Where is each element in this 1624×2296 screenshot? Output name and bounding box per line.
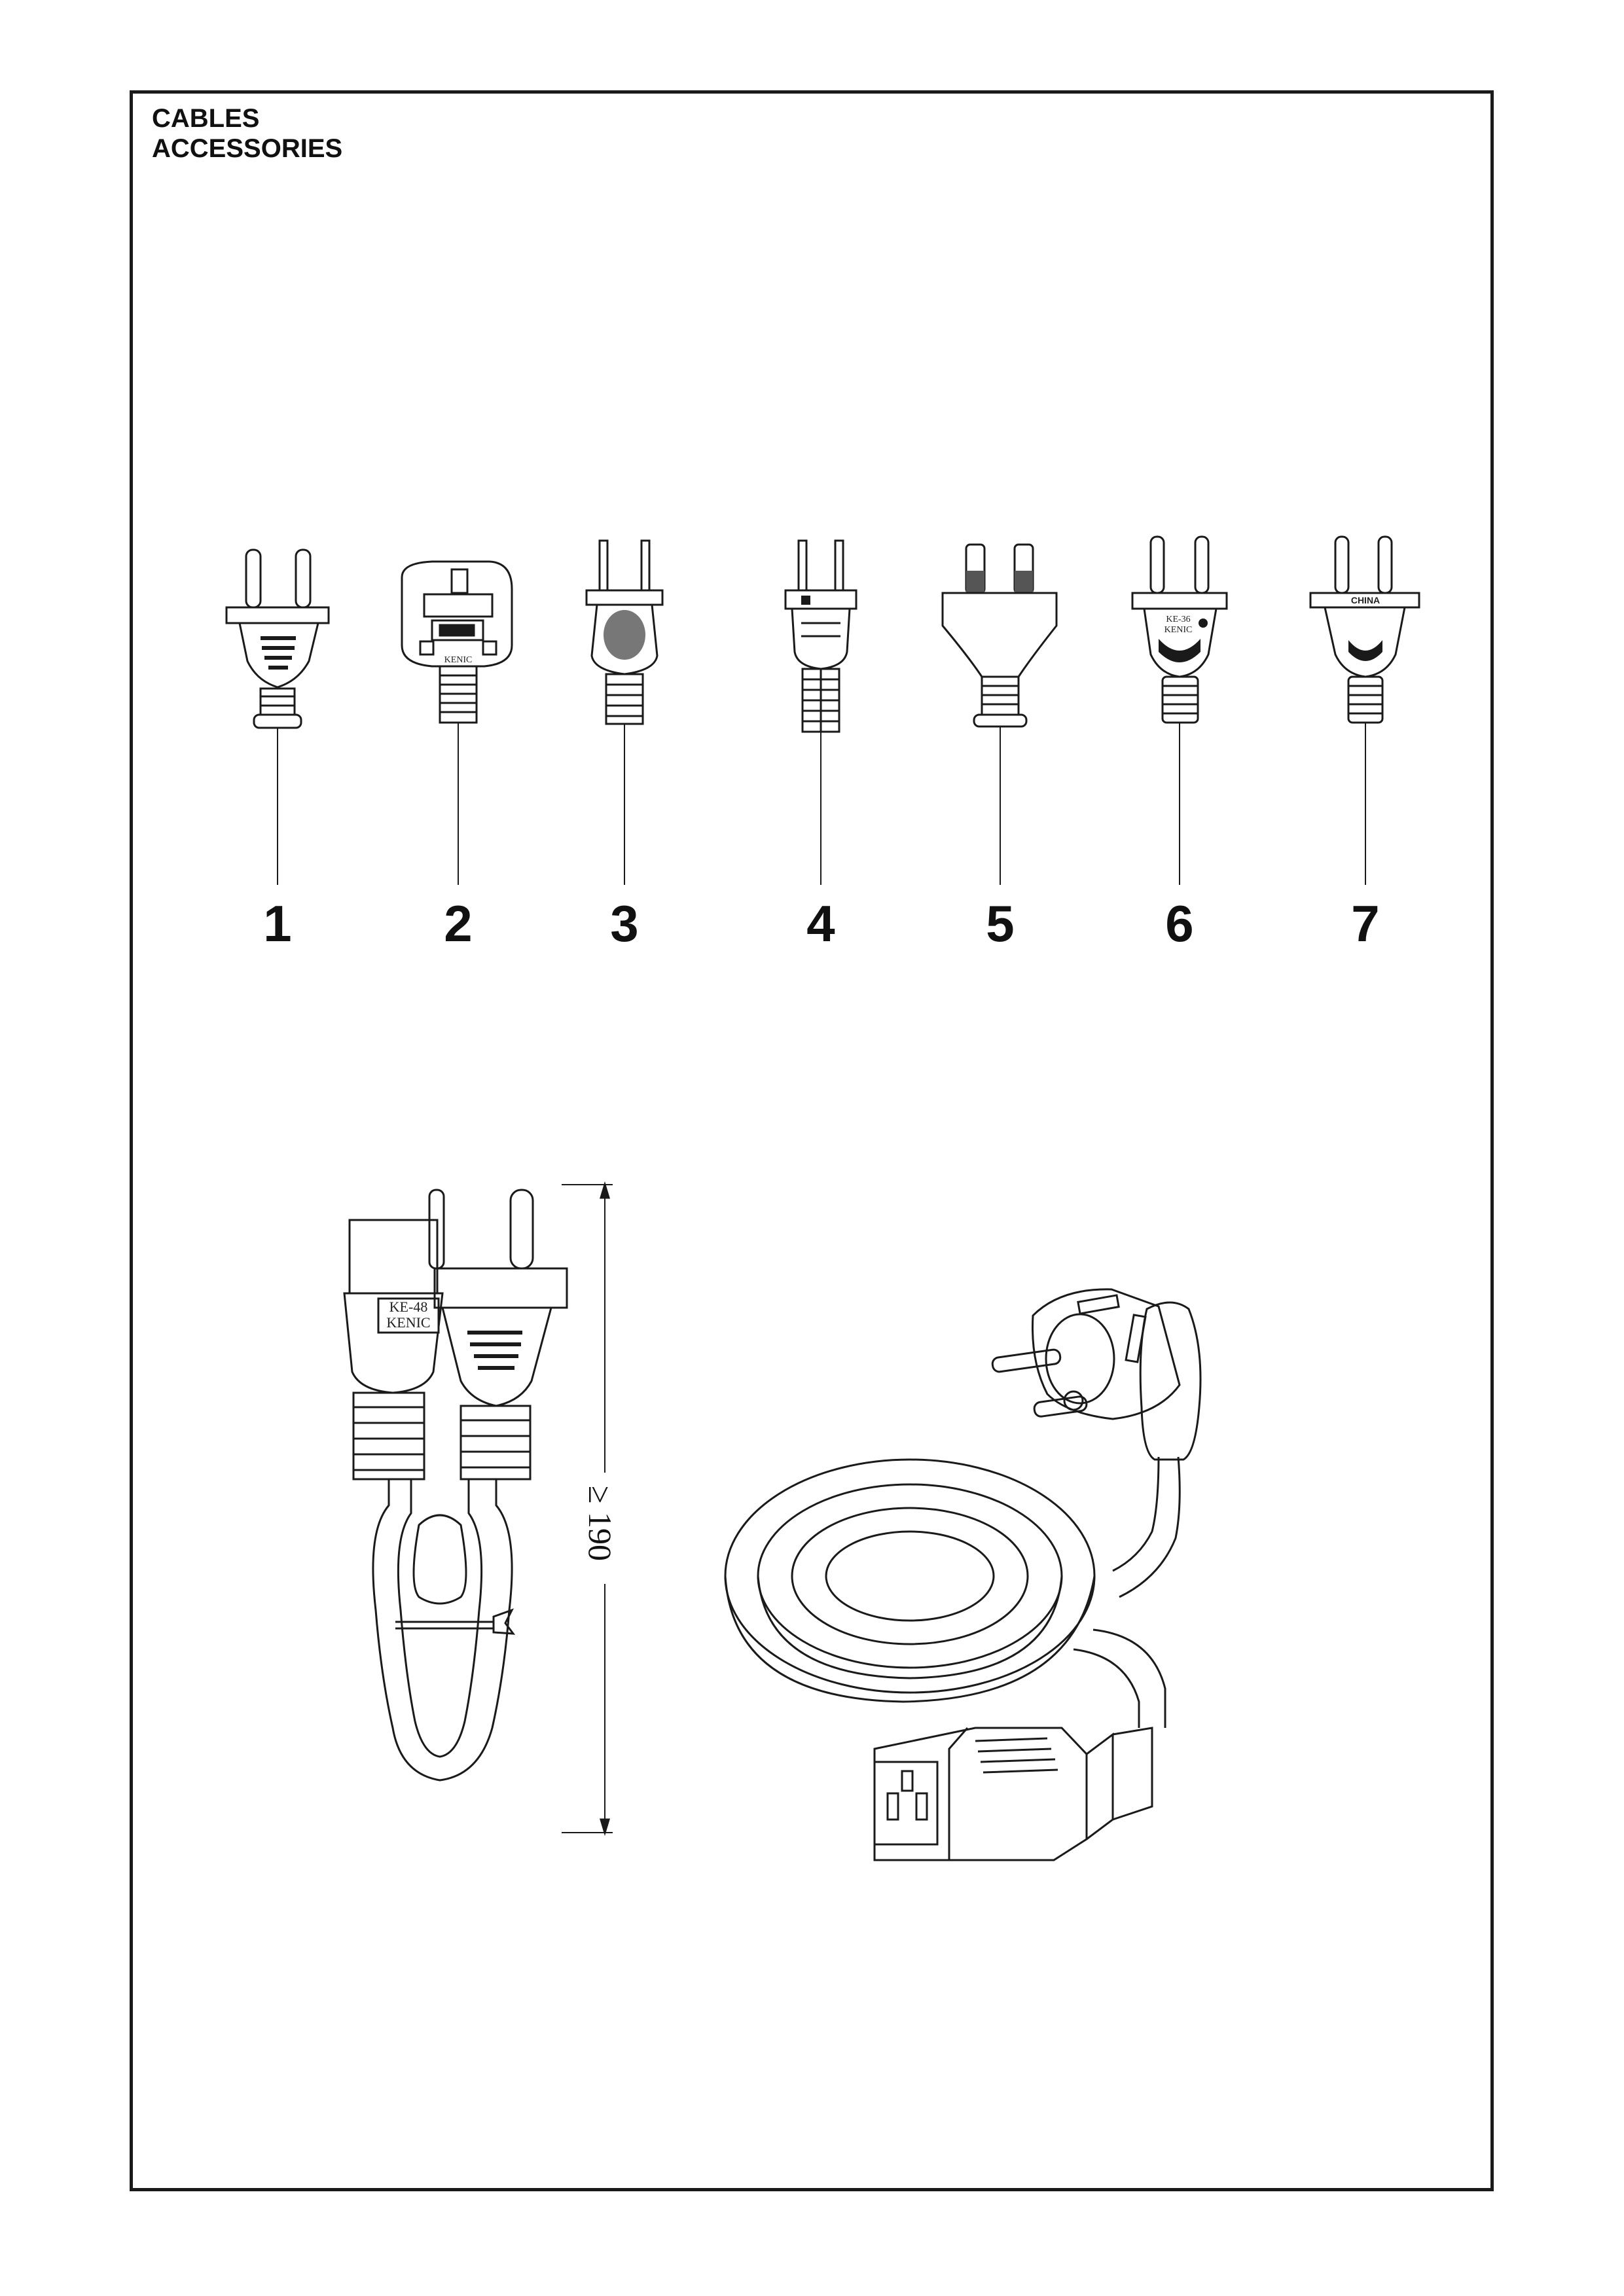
length-label: ≥ 190 bbox=[582, 1486, 619, 1561]
plug-5 bbox=[941, 543, 1058, 885]
plug-4-number: 4 bbox=[806, 895, 835, 952]
plug-2-mark: KENIC bbox=[444, 655, 473, 665]
plug-6-number: 6 bbox=[1165, 895, 1193, 952]
plug-6: KE-36 KENIC bbox=[1131, 535, 1228, 885]
plug-2: KENIC bbox=[401, 560, 513, 885]
plug-6-mark-top: KE-36 bbox=[1166, 615, 1190, 624]
heading-accessories: ACCESSORIES bbox=[152, 134, 343, 163]
coiled-cable bbox=[724, 1288, 1202, 1861]
connector-mark-bottom: KENIC bbox=[386, 1314, 430, 1331]
page-frame bbox=[130, 90, 1494, 2191]
plug-3 bbox=[585, 539, 664, 885]
page-heading: CABLES ACCESSORIES bbox=[152, 103, 342, 164]
heading-cables: CABLES bbox=[152, 104, 260, 133]
plug-1-number: 1 bbox=[263, 895, 291, 952]
plug-6-mark-bottom: KENIC bbox=[1164, 625, 1193, 635]
plug-2-number: 2 bbox=[444, 895, 472, 952]
bundled-cable: KE-48 KENIC ≥ 190 bbox=[343, 1181, 619, 1837]
plug-5-number: 5 bbox=[986, 895, 1014, 952]
plug-7-number: 7 bbox=[1351, 895, 1379, 952]
plug-1 bbox=[225, 548, 330, 885]
connector-mark-top: KE-48 bbox=[389, 1299, 428, 1315]
plug-3-number: 3 bbox=[610, 895, 638, 952]
plug-7-mark: CHINA bbox=[1351, 595, 1380, 605]
plug-7: CHINA bbox=[1309, 535, 1420, 885]
plug-4 bbox=[784, 539, 857, 885]
